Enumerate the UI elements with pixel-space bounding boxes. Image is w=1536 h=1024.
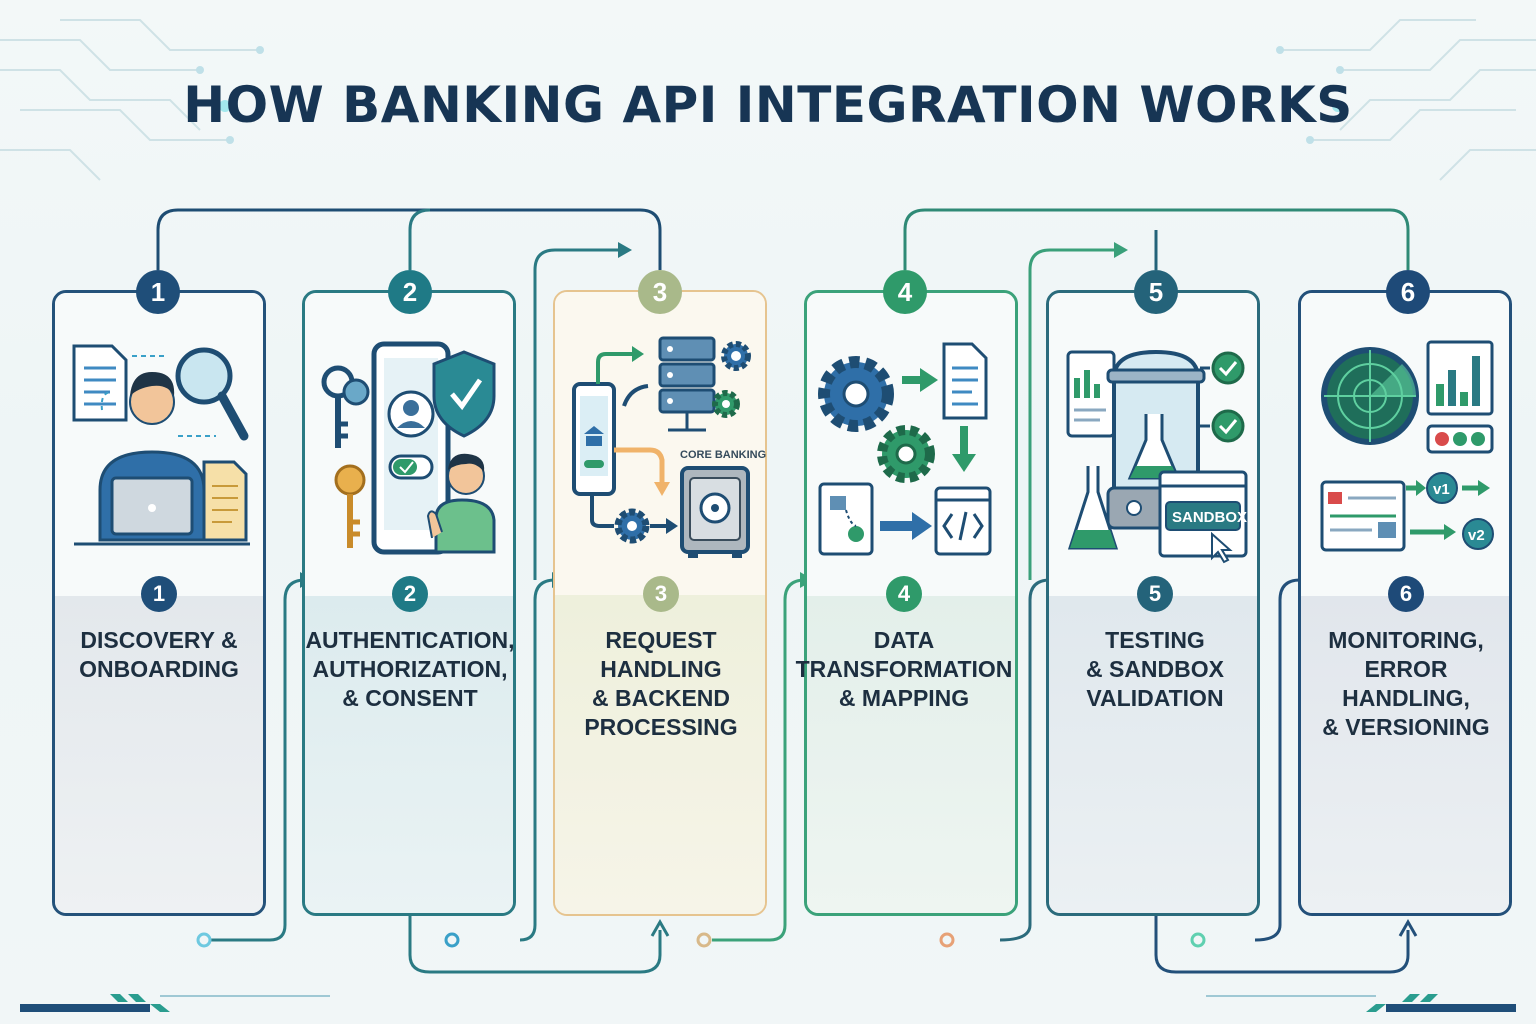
step-1-top-badge: 1: [136, 270, 180, 314]
step-6-number: 6: [1388, 576, 1424, 612]
step-6-top-badge: 6: [1386, 270, 1430, 314]
step-3-label: REQUEST HANDLING & BACKEND PROCESSING: [584, 627, 738, 740]
step-2-top-badge: 2: [388, 270, 432, 314]
step-4-top-badge: 4: [883, 270, 927, 314]
step-number: 1: [150, 277, 166, 307]
step-5-number: 5: [1137, 576, 1173, 612]
step-1-label: DISCOVERY & ONBOARDING: [79, 627, 239, 682]
step-number: 2: [402, 277, 418, 307]
step-5-label: TESTING & SANDBOX VALIDATION: [1085, 627, 1224, 711]
step-number: 3: [652, 277, 668, 307]
step-4-number: 4: [886, 576, 922, 612]
page-title: HOW BANKING API INTEGRATION WORKS: [183, 76, 1353, 134]
step-3-top-badge: 3: [638, 270, 682, 314]
step-2-number: 2: [392, 576, 428, 612]
step-card-discovery: [52, 290, 266, 916]
step-2-label: AUTHENTICATION, AUTHORIZATION, & CONSENT: [305, 627, 515, 711]
step-number: 6: [1400, 277, 1416, 307]
step-number: 4: [897, 277, 913, 307]
step-6-label: MONITORING, ERROR HANDLING, & VERSIONING: [1322, 627, 1490, 740]
step-4-label: DATA TRANSFORMATION & MAPPING: [795, 627, 1013, 711]
step-1-number: 1: [141, 576, 177, 612]
step-5-top-badge: 5: [1134, 270, 1178, 314]
step-3-number: 3: [643, 576, 679, 612]
step-number: 5: [1148, 277, 1164, 307]
